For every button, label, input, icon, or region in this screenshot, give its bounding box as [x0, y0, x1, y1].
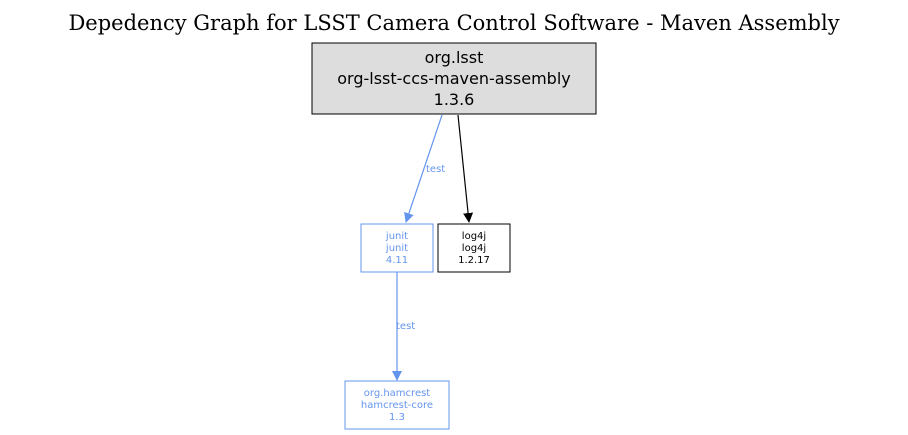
node-log4j-version: 1.2.17: [458, 255, 490, 266]
node-hamcrest-group: org.hamcrest: [364, 388, 431, 399]
edge-line-root-log4j: [457, 114, 474, 223]
node-hamcrest-version: 1.3: [389, 412, 405, 423]
node-log4j-box: [437, 223, 511, 273]
node-hamcrest-box: [344, 380, 450, 430]
node-root-group: org.lsst: [425, 48, 484, 67]
node-junit[interactable]: junit junit 4.11: [360, 223, 434, 273]
node-junit-version: 4.11: [386, 255, 408, 266]
edge-line-root-junit: [404, 114, 443, 223]
node-root-artifact: org-lsst-ccs-maven-assembly: [337, 69, 570, 88]
node-junit-group: junit: [385, 231, 408, 242]
node-hamcrest[interactable]: org.hamcrest hamcrest-core 1.3: [344, 380, 450, 430]
edge-root-junit: test: [404, 114, 445, 223]
node-hamcrest-artifact: hamcrest-core: [361, 400, 433, 411]
node-root[interactable]: org.lsst org-lsst-ccs-maven-assembly 1.3…: [311, 42, 597, 115]
edge-label-root-junit: test: [426, 164, 445, 175]
edge-root-log4j: [457, 114, 474, 223]
node-junit-artifact: junit: [385, 243, 408, 254]
node-log4j[interactable]: log4j log4j 1.2.17: [437, 223, 511, 273]
edge-junit-hamcrest: test: [392, 272, 415, 381]
node-junit-box: [360, 223, 434, 273]
node-log4j-group: log4j: [462, 231, 486, 242]
node-root-version: 1.3.6: [434, 90, 475, 109]
edge-label-junit-hamcrest: test: [396, 321, 415, 332]
node-log4j-artifact: log4j: [462, 243, 486, 254]
node-root-box: [311, 42, 597, 115]
graph-title: Depedency Graph for LSST Camera Control …: [68, 11, 839, 35]
